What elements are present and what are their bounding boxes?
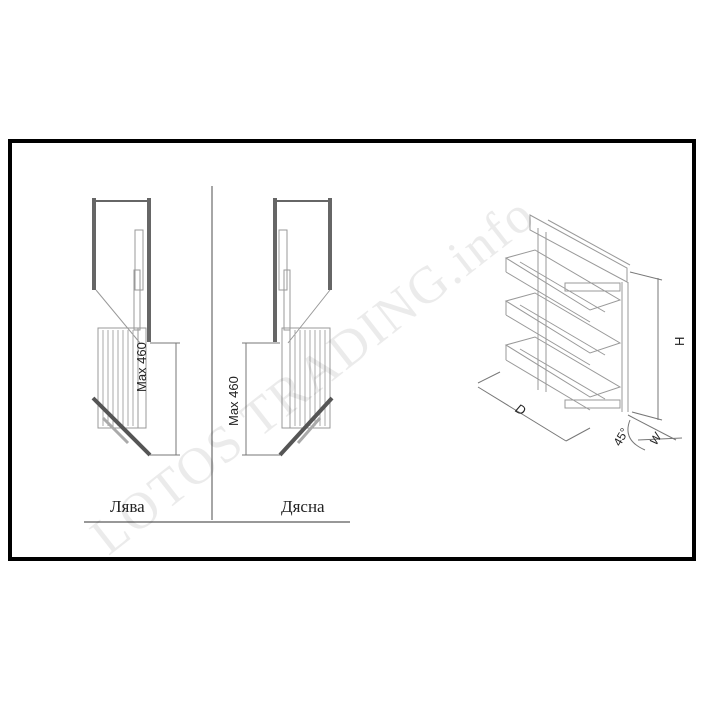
right-view-label: Дясна — [281, 497, 325, 516]
height-dimension-label: H — [672, 336, 687, 346]
left-view-label: Лява — [110, 497, 145, 516]
right-cabinet-drawing — [242, 198, 334, 457]
left-max-dimension: Max 460 — [134, 342, 149, 392]
left-cabinet-drawing — [91, 198, 180, 457]
isometric-rack-drawing — [477, 214, 683, 451]
